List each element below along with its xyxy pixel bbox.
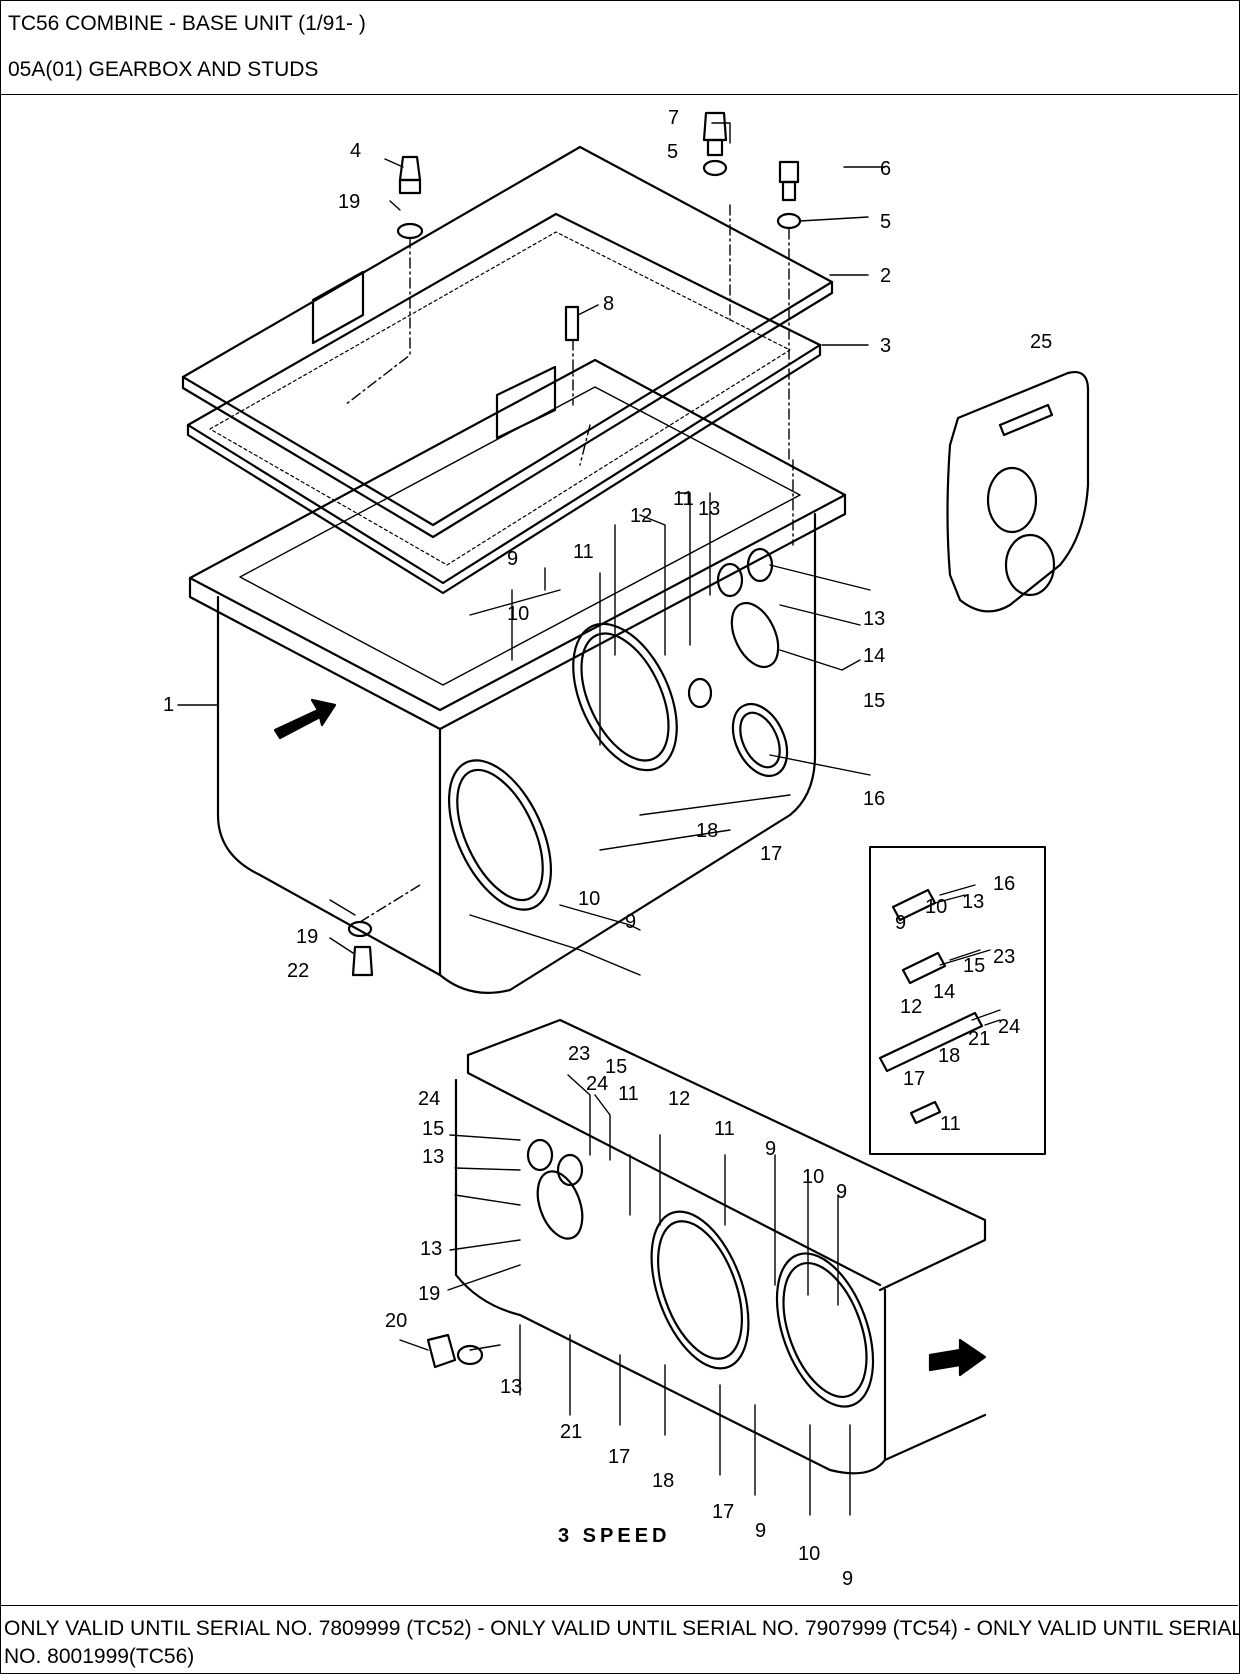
callout-5b: 5 (880, 211, 891, 233)
lower-callout-19: 19 (418, 1283, 440, 1305)
lower-callout-24b: 24 (418, 1088, 440, 1110)
callout-10-lower: 10 (578, 888, 600, 910)
lower-callout-23: 23 (568, 1043, 590, 1065)
callout-9-lower: 9 (625, 911, 636, 933)
inset-callout-24: 24 (998, 1016, 1020, 1038)
callout-16: 16 (863, 788, 885, 810)
callout-13b: 13 (863, 608, 885, 630)
inset-callout-16: 16 (993, 873, 1015, 895)
lower-callout-18: 18 (652, 1470, 674, 1492)
stud-inset-box (869, 846, 1046, 1155)
callout-14: 14 (863, 645, 885, 667)
callouts-inset: 16 10 13 9 23 15 14 12 24 21 18 17 11 (895, 873, 1020, 1135)
callout-5a: 5 (667, 141, 678, 163)
callout-12: 12 (630, 505, 652, 527)
lower-callout-9a: 9 (765, 1138, 776, 1160)
inset-callout-9: 9 (895, 912, 906, 934)
callout-7: 7 (668, 107, 679, 129)
lower-callout-11b: 11 (714, 1118, 735, 1140)
lower-callout-21: 21 (560, 1421, 582, 1443)
validity-note-line2: NO. 8001999(TC56) (4, 1645, 195, 1668)
inset-callout-15: 15 (963, 955, 985, 977)
page-title: TC56 COMBINE - BASE UNIT (1/91- ) (8, 12, 366, 35)
callout-25: 25 (1030, 331, 1052, 353)
lower-callout-13a: 13 (422, 1146, 444, 1168)
callouts-lower: 23 15 24 24 15 13 11 12 11 9 10 9 13 19 … (385, 1043, 853, 1590)
callout-6: 6 (880, 158, 891, 180)
lower-callout-17a: 17 (608, 1446, 630, 1468)
callout-19-top: 19 (338, 191, 360, 213)
callout-13a: 13 (698, 498, 720, 520)
header: TC56 COMBINE - BASE UNIT (1/91- ) 05A(01… (0, 0, 1238, 95)
callout-9-upper: 9 (507, 548, 518, 570)
inset-callout-18: 18 (938, 1045, 960, 1067)
callout-11a: 11 (573, 541, 594, 563)
callout-8: 8 (603, 293, 614, 315)
callout-22: 22 (287, 960, 309, 982)
callouts-upper: 1 2 3 4 5 5 6 7 8 19 9 10 11 11 12 13 13… (163, 107, 1052, 982)
plate-25 (946, 371, 1090, 613)
footer: ONLY VALID UNTIL SERIAL NO. 7809999 (TC5… (0, 1605, 1240, 1674)
section-title: 05A(01) GEARBOX AND STUDS (8, 58, 319, 81)
callout-15: 15 (863, 690, 885, 712)
lower-callout-13c: 13 (500, 1376, 522, 1398)
callout-4: 4 (350, 140, 361, 162)
callout-1: 1 (163, 694, 174, 716)
inset-callout-17: 17 (903, 1068, 925, 1090)
callout-11b: 11 (673, 488, 694, 510)
lower-callout-9c: 9 (755, 1520, 766, 1542)
inset-callout-13: 13 (962, 891, 984, 913)
lower-callout-20: 20 (385, 1310, 407, 1332)
callout-2: 2 (880, 265, 891, 287)
lower-callout-11a: 11 (618, 1083, 639, 1105)
lower-callout-10b: 10 (798, 1543, 820, 1565)
inset-callout-23: 23 (993, 946, 1015, 968)
lower-housing-flange (466, 1018, 987, 1292)
callout-10-upper: 10 (507, 603, 529, 625)
lower-callout-15b: 15 (422, 1118, 444, 1140)
callout-19-bottom: 19 (296, 926, 318, 948)
inset-callout-10: 10 (925, 896, 947, 918)
validity-note-line1: ONLY VALID UNTIL SERIAL NO. 7809999 (TC5… (4, 1617, 1240, 1640)
lower-callout-17b: 17 (712, 1501, 734, 1523)
callout-17: 17 (760, 843, 782, 865)
top-cover-plate (181, 145, 834, 527)
inset-callout-11: 11 (940, 1113, 961, 1135)
gearbox-exploded-diagram: 1 2 3 4 5 5 6 7 8 19 9 10 11 11 12 13 13… (163, 107, 1090, 1590)
inset-callout-12: 12 (900, 996, 922, 1018)
lower-callout-9d: 9 (842, 1568, 853, 1590)
lower-callout-15a: 15 (605, 1056, 627, 1078)
inset-callout-21: 21 (968, 1028, 990, 1050)
callout-18: 18 (696, 820, 718, 842)
lower-callout-24a: 24 (586, 1073, 608, 1095)
inset-callout-14: 14 (933, 981, 955, 1003)
caption-3-speed: 3 SPEED (558, 1525, 670, 1547)
lower-callout-9b: 9 (836, 1181, 847, 1203)
callout-3: 3 (880, 335, 891, 357)
lower-callout-13b: 13 (420, 1238, 442, 1260)
lower-callout-12: 12 (668, 1088, 690, 1110)
lower-callout-10a: 10 (802, 1166, 824, 1188)
